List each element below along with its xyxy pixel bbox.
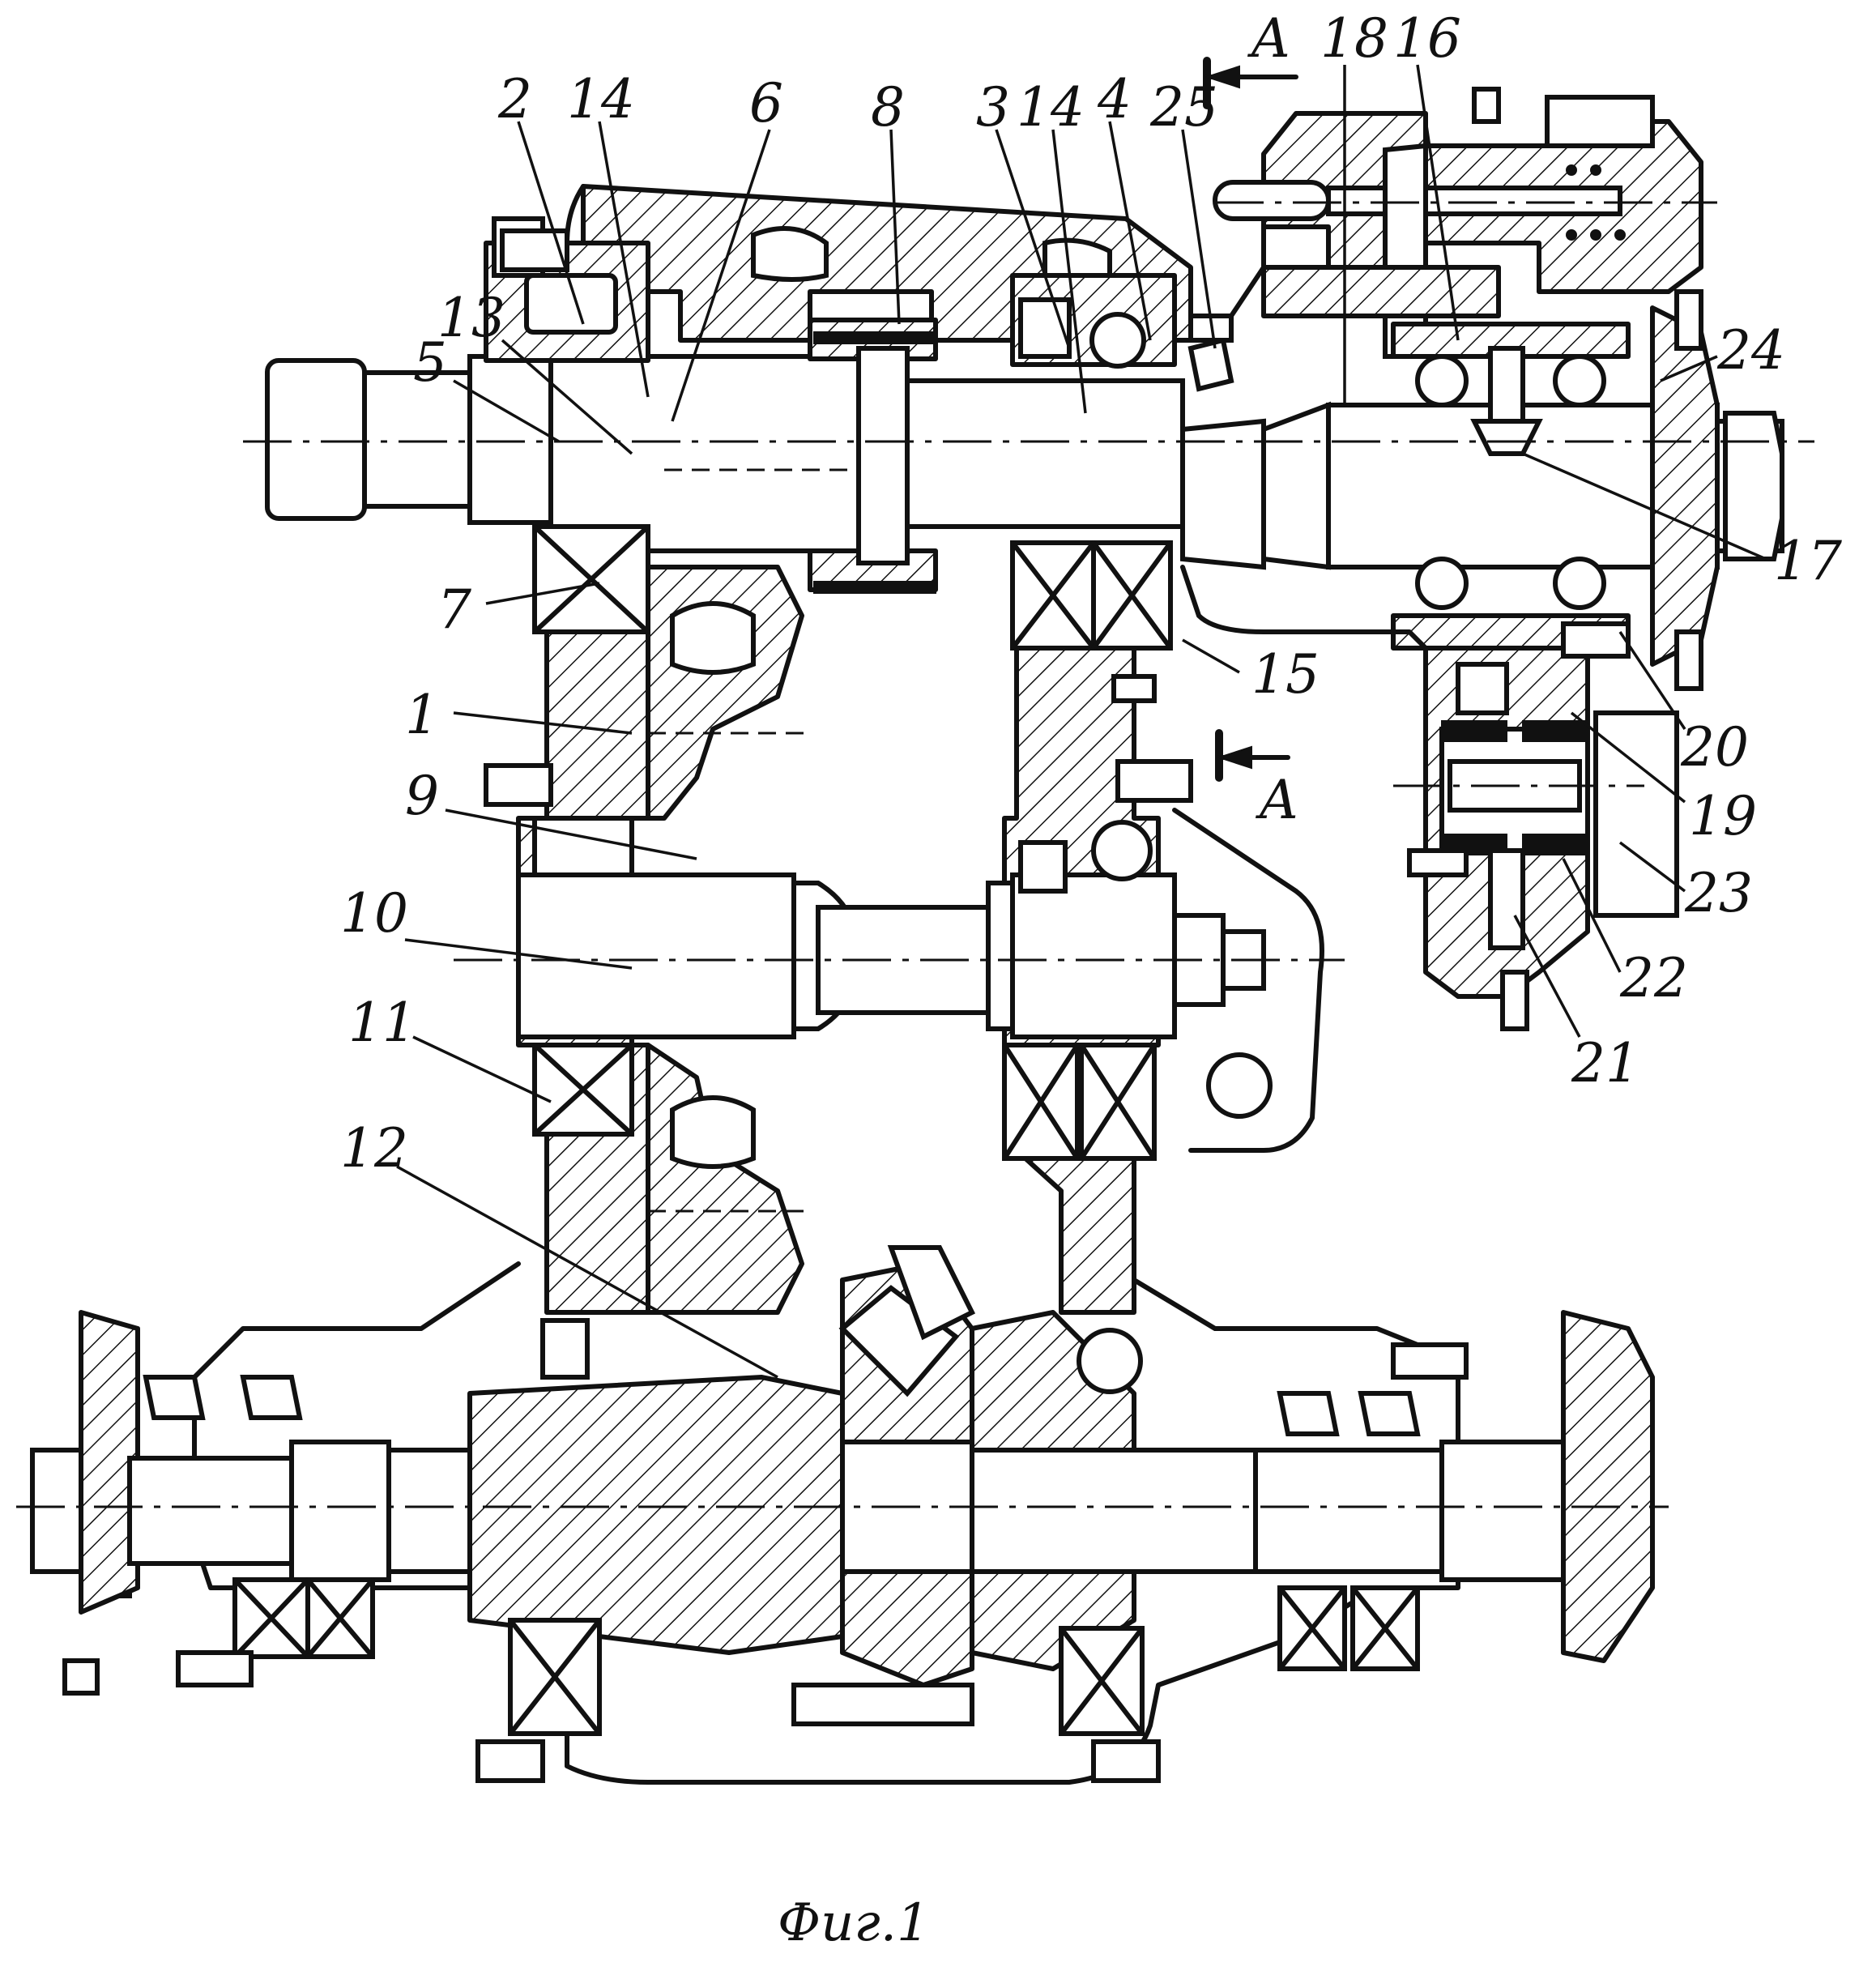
label-7: 7 [437,578,471,641]
label-22: 22 [1619,947,1688,1009]
section-label-bottom: A [1255,769,1298,831]
label-10: 10 [340,882,408,945]
output-assembly [32,1248,1652,1782]
label-12: 12 [340,1117,408,1180]
label-24: 24 [1716,319,1785,382]
label-8: 8 [871,76,905,139]
label-19: 19 [1689,785,1757,847]
label-9: 9 [405,765,439,827]
label-4: 4 [1097,68,1132,130]
input-shaft [267,356,1183,551]
label-20: 20 [1680,716,1749,779]
label-21: 21 [1571,1032,1639,1094]
label-3: 3 [976,76,1010,139]
label-6: 6 [749,72,783,134]
label-1: 1 [405,684,439,746]
label-13: 13 [437,287,505,349]
section-label-top: A [1247,7,1290,70]
figure-caption: Фиг.1 [778,1893,930,1953]
label-2: 2 [497,68,532,130]
label-15: 15 [1251,643,1320,706]
label-14-right: 14 [1017,76,1085,139]
label-25: 25 [1149,76,1218,139]
label-16: 16 [1393,7,1461,70]
label-14-left: 14 [567,68,635,130]
label-18: 18 [1320,7,1388,70]
label-11: 11 [348,992,416,1054]
label-23: 23 [1684,862,1753,924]
label-17: 17 [1774,530,1842,592]
